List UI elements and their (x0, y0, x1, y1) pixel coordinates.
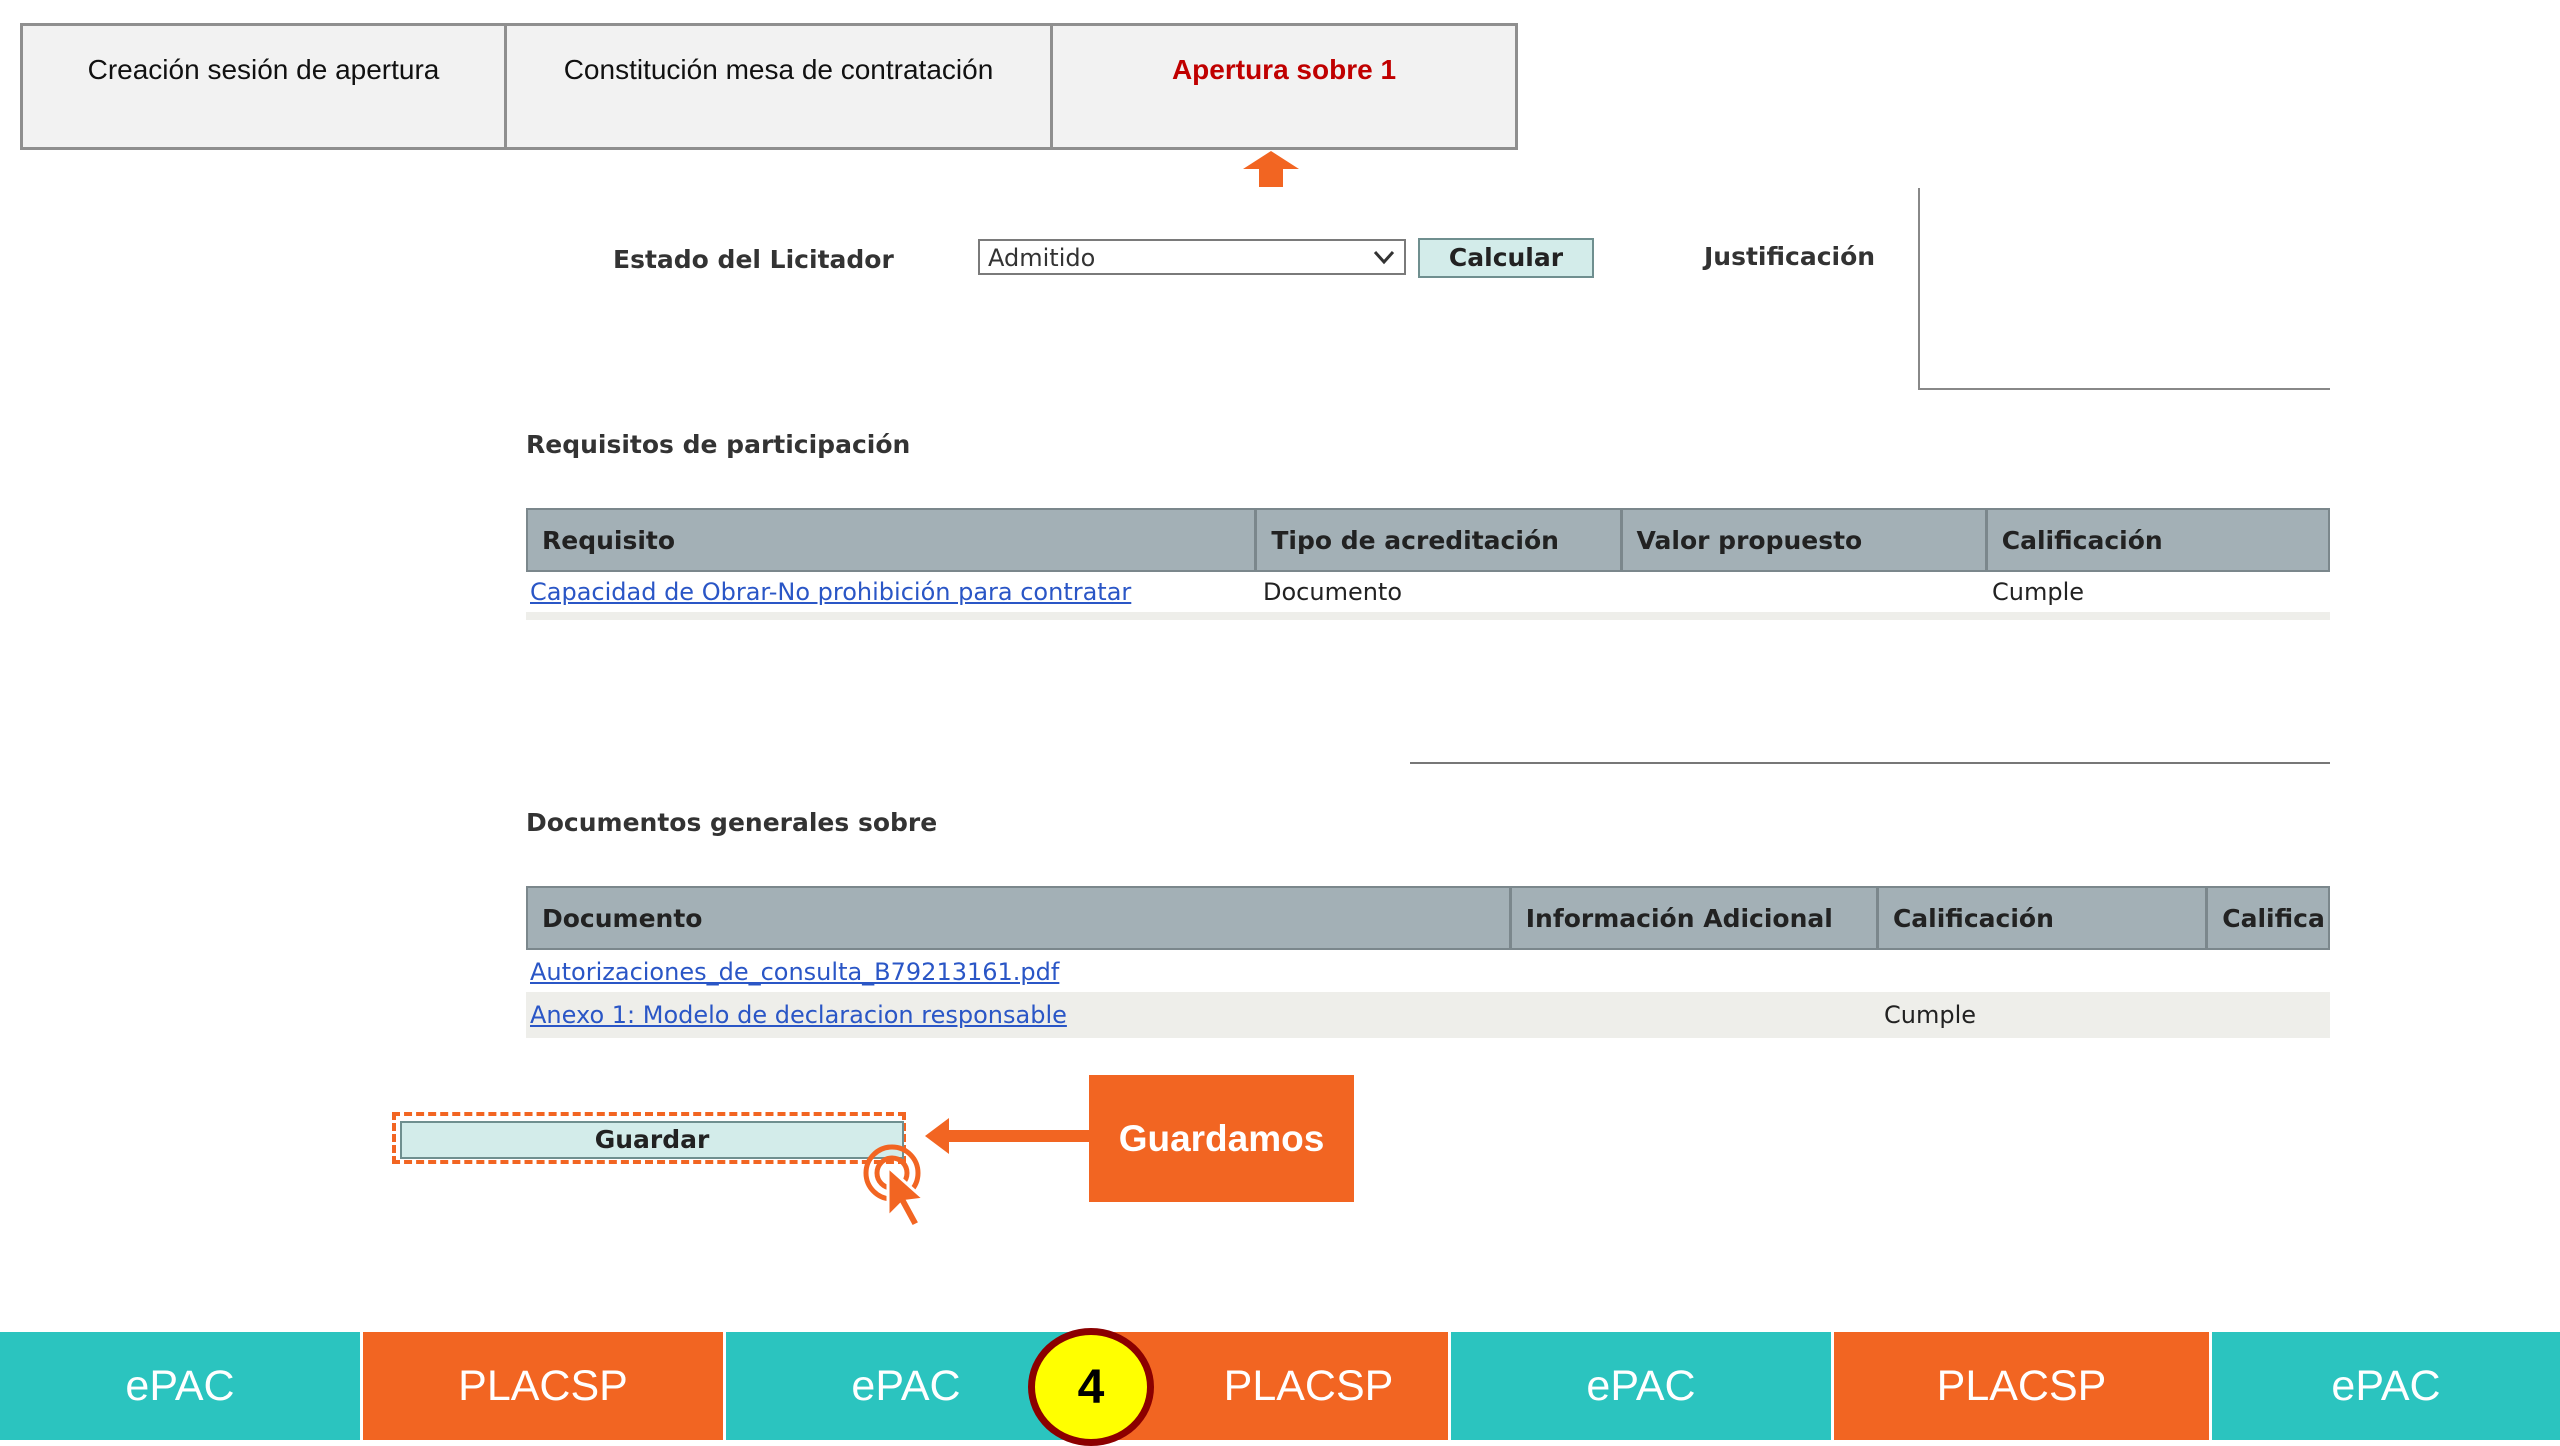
nav-epac[interactable]: ePAC (1451, 1332, 1834, 1440)
col-requisito: Requisito (528, 510, 1258, 570)
col-tipo-acreditacion: Tipo de acreditación (1257, 510, 1623, 570)
chevron-down-icon (1373, 250, 1395, 265)
click-cursor-icon (863, 1144, 928, 1227)
bottom-nav: ePAC PLACSP ePAC PLACSP ePAC PLACSP ePAC (0, 1332, 2560, 1440)
table-row: Capacidad de Obrar-No prohibición para c… (526, 572, 2330, 620)
documentos-title: Documentos generales sobre (526, 808, 938, 837)
step-apertura-sobre-1[interactable]: Apertura sobre 1 (1171, 54, 1397, 85)
calificacion-cell: Cumple (1992, 578, 2085, 606)
documento-link[interactable]: Anexo 1: Modelo de declaracion responsab… (530, 1001, 1067, 1029)
documentos-header-row: Documento Información Adicional Califica… (526, 886, 2330, 950)
calificacion-cell: Cumple (1884, 1001, 1977, 1029)
col-calificacion-2: Califica (2222, 904, 2325, 933)
process-steps: Creación sesión de apertura Constitución… (20, 23, 1518, 150)
table-row: Anexo 1: Modelo de declaracion responsab… (526, 992, 2330, 1038)
requisito-link[interactable]: Capacidad de Obrar-No prohibición para c… (530, 578, 1132, 606)
table-row: Autorizaciones_de_consulta_B79213161.pdf (526, 952, 2330, 992)
justificacion-label: Justificación (1704, 242, 1876, 271)
col-calificacion: Calificación (1879, 888, 2209, 948)
col-calificacion: Calificación (2001, 526, 2163, 555)
nav-epac[interactable]: ePAC (0, 1332, 363, 1440)
requisitos-table: Requisito Tipo de acreditación Valor pro… (526, 508, 2330, 620)
guardamos-callout: Guardamos (1089, 1075, 1354, 1202)
left-arrow-icon (925, 1118, 1091, 1154)
step-number-badge: 4 (1028, 1328, 1154, 1446)
estado-licitador-label: Estado del Licitador (613, 245, 894, 274)
estado-licitador-value: Admitido (988, 244, 1096, 272)
requisitos-header-row: Requisito Tipo de acreditación Valor pro… (526, 508, 2330, 572)
nav-placsp[interactable]: PLACSP (363, 1332, 726, 1440)
nav-placsp[interactable]: PLACSP (1834, 1332, 2212, 1440)
documentos-table: Documento Información Adicional Califica… (526, 886, 2330, 1038)
justificacion-textarea[interactable] (1918, 188, 2330, 390)
col-documento: Documento (528, 888, 1512, 948)
step-constitucion-mesa[interactable]: Constitución mesa de contratación (507, 26, 1053, 147)
estado-licitador-select[interactable]: Admitido (978, 239, 1406, 275)
col-valor-propuesto: Valor propuesto (1623, 510, 1988, 570)
calcular-button[interactable]: Calcular (1418, 238, 1594, 278)
up-arrow-icon (1243, 151, 1299, 187)
col-informacion-adicional: Información Adicional (1512, 888, 1879, 948)
tipo-acreditacion-cell: Documento (1263, 578, 1403, 606)
divider (1410, 762, 2330, 764)
requisitos-title: Requisitos de participación (526, 430, 911, 459)
documento-link[interactable]: Autorizaciones_de_consulta_B79213161.pdf (530, 958, 1060, 986)
guardar-button[interactable]: Guardar (400, 1121, 904, 1159)
step-creacion-sesion[interactable]: Creación sesión de apertura (23, 26, 507, 147)
guardar-highlight (392, 1112, 906, 1164)
nav-epac[interactable]: ePAC (2212, 1332, 2560, 1440)
